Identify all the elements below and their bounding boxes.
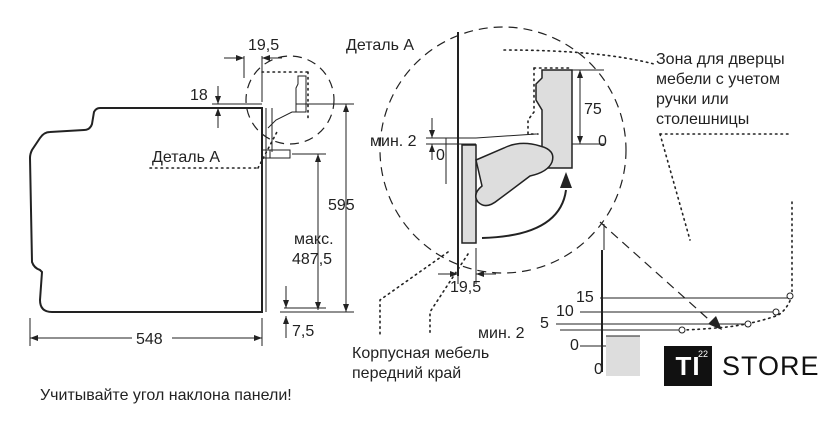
dim-595-label: 595: [328, 197, 355, 214]
dim-487-5: [284, 153, 326, 310]
zone-callout-line-3: [659, 133, 691, 241]
cabinet-note-line-1: Корпусная мебель: [352, 345, 489, 362]
zone-note-line-3: ручки или: [656, 91, 729, 108]
dim-0-right-label: 0: [598, 133, 607, 150]
cabinet-note-line-2: передний край: [352, 365, 461, 382]
dim-595: [296, 103, 354, 313]
zone-note-line-4: столешницы: [656, 111, 749, 128]
detail-a-callout-label: Деталь А: [152, 149, 220, 166]
dim-10-label: 10: [556, 303, 574, 320]
detail-a-small-circle: [245, 55, 335, 145]
store-logo: TI 22 STORE: [664, 345, 829, 387]
dim-548-label: 548: [136, 331, 163, 348]
footer-note: Учитывайте угол наклона панели!: [40, 387, 292, 404]
store-logo-text: STORE: [722, 350, 820, 381]
dim-15-label: 15: [576, 289, 594, 306]
dim-min2-angle-label: мин. 2: [478, 325, 525, 342]
oven-outline: [28, 107, 291, 313]
store-logo-superscript: 22: [697, 349, 708, 359]
dim-548: [29, 318, 263, 346]
dim-min2-detail-label: мин. 2: [370, 133, 417, 150]
dim-7-5: [280, 286, 300, 338]
dim-19-5-top-label: 19,5: [248, 37, 279, 54]
detail-a-callout-line-2: [257, 129, 279, 169]
angle-diagram: [556, 201, 794, 376]
dim-0-angle-label: 0: [570, 337, 579, 354]
dim-18-label: 18: [190, 87, 208, 104]
detail-a-large: [379, 26, 627, 337]
dim-18: [212, 86, 262, 128]
zone-callout-line: [503, 49, 655, 65]
dim-7-5-label: 7,5: [292, 323, 314, 340]
store-logo-mark-text: TI: [675, 350, 701, 381]
dim-487-5-label: 487,5: [292, 251, 332, 268]
dim-75-label: 75: [584, 101, 602, 118]
dim-19-5-top: [224, 55, 282, 102]
detail-a-title: Деталь А: [346, 37, 414, 54]
zone-note-line-2: мебели с учетом: [656, 71, 780, 88]
zone-note-line-1: Зона для дверцы: [656, 51, 785, 68]
dim-19-5-detail-label: 19,5: [450, 279, 481, 296]
dim-0-detail-label: 0: [436, 147, 445, 164]
dim-0-bottom-label: 0: [594, 361, 603, 378]
dim-max-label: макс.: [294, 231, 334, 248]
store-logo-mark: TI 22: [664, 346, 712, 386]
dim-5-label: 5: [540, 315, 549, 332]
